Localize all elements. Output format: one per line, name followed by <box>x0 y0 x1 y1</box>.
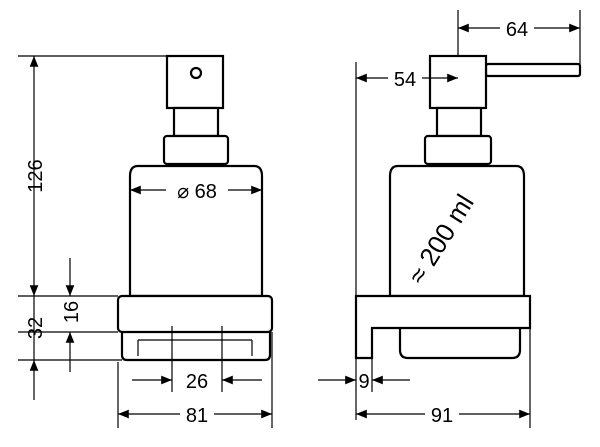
front-holder <box>116 294 274 334</box>
dim-label-68: ⌀ 68 <box>177 181 217 203</box>
dim-label-9: 9 <box>358 371 369 393</box>
front-view <box>116 54 274 362</box>
dim-label-91-bg <box>425 402 459 424</box>
side-holder <box>354 294 532 360</box>
front-pump-nozzle <box>189 66 203 80</box>
front-pump-stem <box>172 106 220 138</box>
side-pump-head <box>428 54 488 110</box>
dim-label-126: 126 <box>25 159 47 192</box>
dim-label-64: 64 <box>506 19 528 41</box>
front-pump-head <box>165 54 225 110</box>
front-holder-tray <box>120 332 272 362</box>
front-collar <box>162 134 230 166</box>
dim-label-54-bg <box>388 66 422 88</box>
dim-label-32: 32 <box>25 317 47 339</box>
dim-label-91: 91 <box>431 405 453 427</box>
side-collar <box>423 134 493 166</box>
dim-label-26: 26 <box>186 371 208 393</box>
front-dimensions: 126 32 16 ⌀ 68 26 81 <box>18 55 273 428</box>
dim-label-54: 54 <box>394 69 416 91</box>
dim-label-64-bg <box>500 16 534 38</box>
dim-label-81: 81 <box>186 405 208 427</box>
side-dimensions: 64 54 9 91 <box>318 10 581 428</box>
dim-label-81-bg <box>180 402 214 424</box>
side-spout <box>484 62 582 78</box>
side-pump-stem <box>435 106 483 138</box>
dim-label-68-bg <box>166 178 228 200</box>
side-holder-tray <box>398 328 522 360</box>
side-view: ≈ 200 ml <box>354 54 582 420</box>
dim-label-16: 16 <box>61 301 83 323</box>
